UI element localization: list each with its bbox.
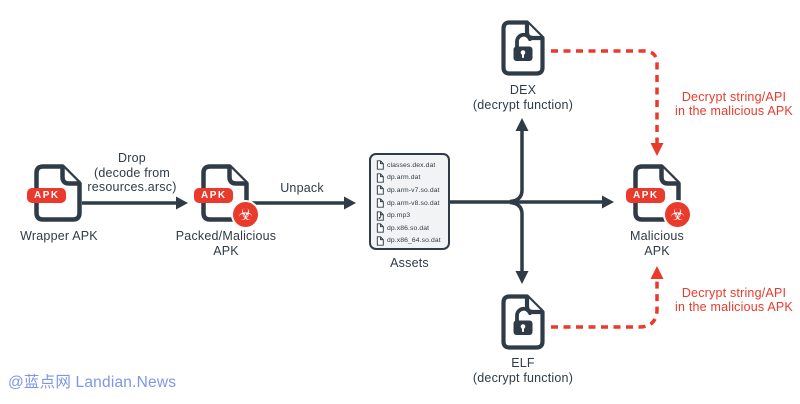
drop-arrow — [82, 196, 188, 210]
assets-label: Assets — [390, 256, 429, 270]
dex-label: DEX (decrypt function) — [472, 83, 574, 112]
file-icon — [376, 198, 384, 208]
wrapper-apk-label: Wrapper APK — [20, 229, 98, 243]
apk-badge: APK — [626, 188, 665, 203]
elf-label: ELF (decrypt function) — [472, 356, 574, 385]
decrypt-bottom-label: Decrypt string/API in the malicious APK — [675, 286, 793, 314]
apk-badge: APK — [27, 188, 66, 203]
asset-file-row: dp.mp3 — [376, 209, 448, 222]
asset-file-row: dp.arm.dat — [376, 172, 448, 185]
biohazard-icon: ☣ — [663, 200, 692, 229]
unpack-edge-label: Unpack — [280, 181, 324, 195]
asset-file-row: dp.x86_64.so.dat — [376, 235, 448, 248]
asset-file-row: dp.arm-v8.so.dat — [376, 197, 448, 210]
assets-file-list: classes.dex.dat dp.arm.dat dp.arm-v7.so.… — [369, 153, 450, 250]
malicious-apk-node: APK ☣ — [626, 164, 692, 229]
elf-node — [501, 294, 545, 350]
asset-file-row: dp.arm-v7.so.dat — [376, 184, 448, 197]
asset-file-row: dp.x86.so.dat — [376, 222, 448, 235]
wrapper-apk-node: APK — [27, 164, 82, 222]
apk-badge: APK — [194, 188, 233, 203]
locked-file-icon — [501, 20, 545, 76]
malicious-apk-label: Malicious APK — [630, 229, 684, 258]
decrypt-top-label: Decrypt string/API in the malicious APK — [675, 90, 793, 118]
decrypt-top-dashed-arrow — [551, 49, 664, 156]
file-icon — [376, 173, 384, 183]
file-icon — [376, 160, 384, 170]
packed-apk-label: Packed/Malicious APK — [175, 229, 277, 258]
drop-edge-label: Drop (decode from resources.arsc) — [87, 151, 177, 194]
unpack-arrow — [252, 196, 356, 210]
packed-apk-node: APK ☣ — [194, 164, 260, 229]
locked-file-icon — [501, 294, 545, 350]
biohazard-icon: ☣ — [231, 200, 260, 229]
padlock-icon — [513, 32, 533, 61]
asset-file-row: classes.dex.dat — [376, 159, 448, 172]
dex-node — [501, 20, 545, 76]
watermark: @蓝点网 Landian.News — [8, 374, 177, 391]
padlock-icon — [513, 306, 533, 335]
file-icon — [376, 223, 384, 233]
audio-file-icon — [376, 211, 384, 221]
decrypt-bottom-dashed-arrow — [551, 266, 664, 329]
file-icon — [376, 185, 384, 196]
file-icon — [376, 236, 384, 246]
assets-fork-arrows — [450, 118, 614, 284]
